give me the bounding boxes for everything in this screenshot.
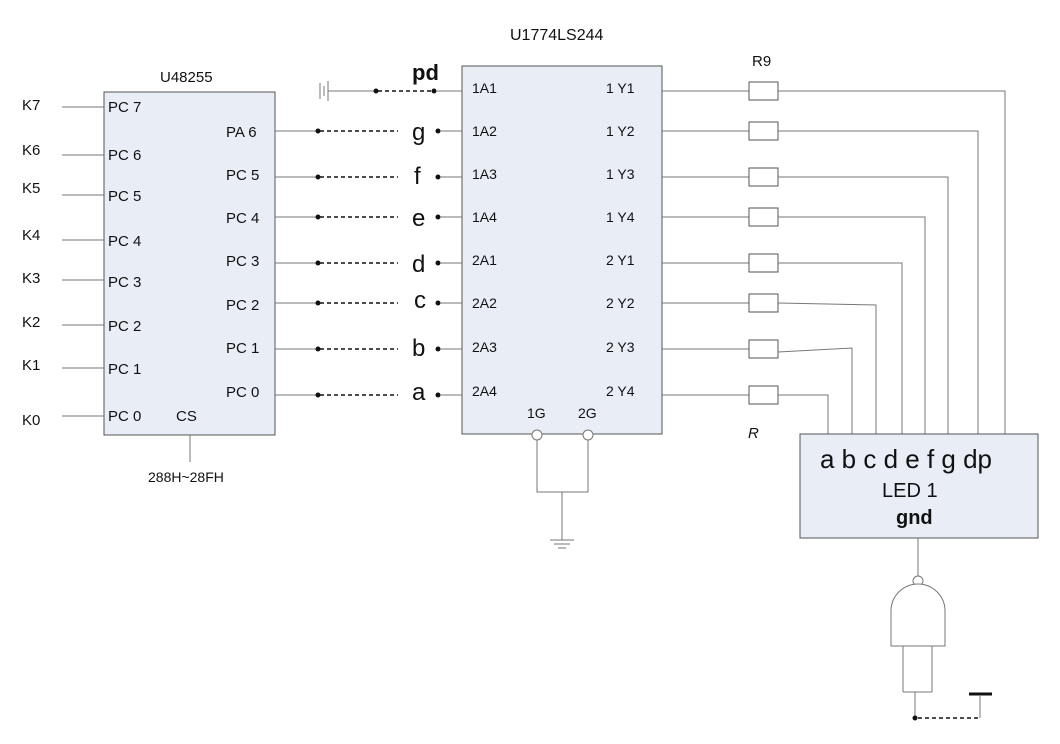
u1-pin-2y2: 2 Y2 [606, 295, 635, 311]
u4-pin-pc4: PC 4 [108, 233, 141, 250]
u1-pin-1y3: 1 Y3 [606, 166, 635, 182]
u1-chip [461, 65, 663, 435]
u1-pin-2a2: 2A2 [472, 295, 497, 311]
led-gnd-label: gnd [896, 507, 933, 529]
resistor-1 [748, 81, 779, 101]
u4-pin-r-pc4: PC 4 [226, 210, 259, 227]
u4-pin-r-pc1: PC 1 [226, 340, 259, 357]
resistor-5 [748, 253, 779, 273]
u1-pin-1g: 1G [527, 405, 546, 421]
segment-letter-f: f [414, 163, 421, 190]
u1-pin-1a2: 1A2 [472, 123, 497, 139]
u1-pin-1a4: 1A4 [472, 209, 497, 225]
switch-k3-label: K3 [22, 270, 40, 287]
segment-letter-b: b [412, 335, 425, 362]
u1-pin-1a1: 1A1 [472, 80, 497, 96]
switch-k1-label: K1 [22, 357, 40, 374]
u4-pin-pc6: PC 6 [108, 147, 141, 164]
u4-pin-r-pc2: PC 2 [226, 297, 259, 314]
resistor-2 [748, 121, 779, 141]
u4-pin-pc7: PC 7 [108, 99, 141, 116]
enable-ground-wiring [531, 429, 594, 549]
resistor-6 [748, 293, 779, 313]
u4-pin-r-pc3: PC 3 [226, 253, 259, 270]
segment-letter-e: e [412, 205, 425, 232]
u4-chip [103, 91, 276, 436]
switch-k7-label: K7 [22, 97, 40, 114]
gate-symbol [890, 538, 992, 721]
resistor-3 [748, 167, 779, 187]
u1-pin-2a3: 2A3 [472, 339, 497, 355]
segment-letter-g: g [412, 119, 425, 146]
u1-left-pins: 1A1 1A2 1A3 1A4 2A1 2A2 2A3 2A4 [472, 80, 497, 399]
switch-k6-label: K6 [22, 142, 40, 159]
u4-title: U48255 [160, 69, 213, 86]
ground-symbol-1a1 [319, 81, 462, 101]
u4-pin-r-pc5: PC 5 [226, 167, 259, 184]
u1-pin-2a4: 2A4 [472, 383, 497, 399]
u4-cs-label: CS [176, 408, 197, 425]
u1-pin-1y4: 1 Y4 [606, 209, 635, 225]
u1-pin-1a3: 1A3 [472, 166, 497, 182]
u1-pin-2g: 2G [578, 405, 597, 421]
switch-k5-label: K5 [22, 180, 40, 197]
switch-k2-label: K2 [22, 314, 40, 331]
u4-pin-pa6: PA 6 [226, 124, 257, 141]
address-label: 288H~28FH [148, 469, 224, 485]
u4-left-pins: PC 7 PC 6 PC 5 PC 4 PC 3 PC 2 PC 1 PC 0 … [108, 99, 197, 425]
u1-title: U1774LS244 [510, 27, 604, 44]
led-segments-label: a b c d e f g dp [820, 444, 992, 474]
u4-pin-pc2: PC 2 [108, 318, 141, 335]
u1-pin-2y3: 2 Y3 [606, 339, 635, 355]
switch-k4-label: K4 [22, 227, 40, 244]
u4-pin-pc5: PC 5 [108, 188, 141, 205]
resistor-r9-label: R9 [752, 53, 771, 70]
resistor-8 [748, 385, 779, 405]
pd-label: pd [412, 60, 439, 85]
resistor-r-label: R [748, 425, 759, 442]
segment-letter-c: c [414, 287, 426, 314]
led-display [799, 433, 1039, 539]
resistor-4 [748, 207, 779, 227]
u1-pin-1y1: 1 Y1 [606, 80, 635, 96]
u1-pin-2y4: 2 Y4 [606, 383, 635, 399]
switch-k0-label: K0 [22, 412, 40, 429]
resistor-7 [748, 339, 779, 359]
output-resistor-wiring [662, 81, 1006, 434]
bus-connections [275, 128, 462, 398]
led-name-label: LED 1 [882, 480, 938, 502]
u1-pin-2a1: 2A1 [472, 252, 497, 268]
u1-pin-1y2: 1 Y2 [606, 123, 635, 139]
segment-letters: g f e d c b a [412, 119, 426, 406]
u1-pin-2y1: 2 Y1 [606, 252, 635, 268]
u4-pin-pc0: PC 0 [108, 408, 141, 425]
u4-pin-pc3: PC 3 [108, 274, 141, 291]
segment-letter-a: a [412, 379, 426, 406]
u4-pin-r-pc0: PC 0 [226, 384, 259, 401]
switch-inputs: K7 K6 K5 K4 K3 K2 K1 K0 [22, 97, 104, 429]
u4-pin-pc1: PC 1 [108, 361, 141, 378]
segment-letter-d: d [412, 251, 425, 278]
u1-right-pins: 1 Y1 1 Y2 1 Y3 1 Y4 2 Y1 2 Y2 2 Y3 2 Y4 [606, 80, 635, 399]
u4-right-pins: PA 6 PC 5 PC 4 PC 3 PC 2 PC 1 PC 0 [226, 124, 259, 401]
